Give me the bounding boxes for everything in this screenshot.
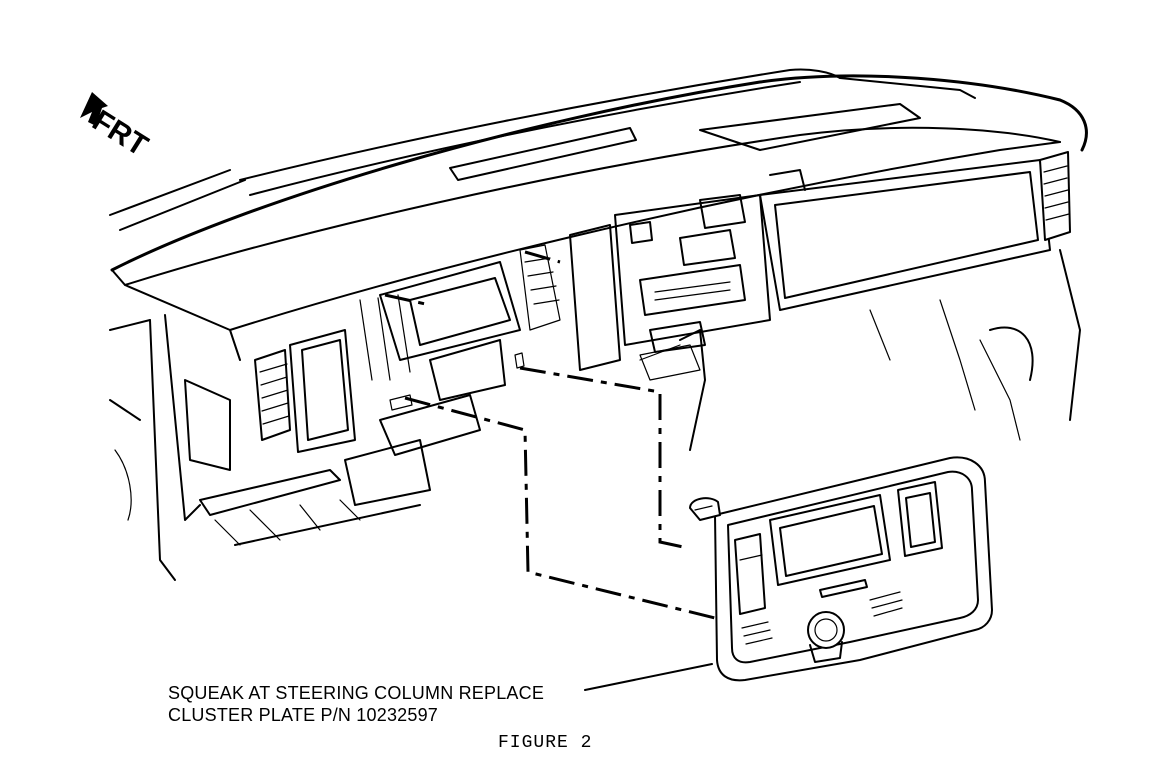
callout-line-1: SQUEAK AT STEERING COLUMN REPLACE (168, 683, 545, 703)
leader-lines (384, 250, 716, 620)
right-lower-dash (869, 249, 1081, 441)
callout-leader-line (584, 663, 713, 691)
cluster-trim-plate (689, 456, 993, 682)
left-side-body (109, 314, 421, 581)
left-air-vent (254, 349, 291, 441)
figure-caption: FIGURE 2 (498, 733, 593, 753)
glove-box (759, 159, 1051, 311)
steering-column-area (344, 352, 525, 506)
dash-top-pad (109, 68, 1088, 361)
callout-line-2: CLUSTER PLATE P/N 10232597 (168, 705, 438, 725)
front-direction-arrow-icon (80, 92, 108, 126)
right-air-vent (1039, 151, 1071, 241)
center-console (639, 329, 706, 451)
callout-text: SQUEAK AT STEERING COLUMN REPLACE CLUSTE… (168, 682, 544, 726)
cluster-opening (289, 244, 561, 453)
center-stack (569, 194, 771, 381)
